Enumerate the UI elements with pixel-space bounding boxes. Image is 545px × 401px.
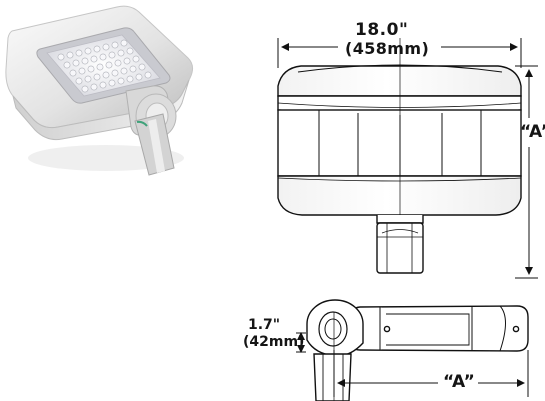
- front-height-dimension: [515, 65, 538, 279]
- side-view-drawing: [306, 299, 529, 401]
- front-width-label: 18.0": [355, 20, 409, 40]
- side-thickness-mm-label: (42mm): [243, 334, 305, 350]
- front-width-dimension: [277, 38, 522, 68]
- side-small-dimension: [296, 332, 306, 353]
- front-view-drawing: [277, 38, 522, 274]
- front-width-mm-label: (458mm): [345, 39, 430, 58]
- photo-led-array: [57, 39, 152, 93]
- side-length-a-label: “A”: [443, 372, 475, 392]
- fixture-photo: [5, 5, 194, 176]
- photo-mounting-arm: [125, 85, 177, 176]
- front-lower-band: [277, 175, 522, 216]
- front-top-cap: [277, 65, 522, 97]
- side-length-dimension: [333, 350, 529, 397]
- front-height-a-label: “A”: [520, 122, 545, 142]
- side-thickness-label: 1.7": [248, 317, 281, 333]
- front-knuckle: [376, 222, 424, 274]
- side-long-housing: [349, 305, 529, 352]
